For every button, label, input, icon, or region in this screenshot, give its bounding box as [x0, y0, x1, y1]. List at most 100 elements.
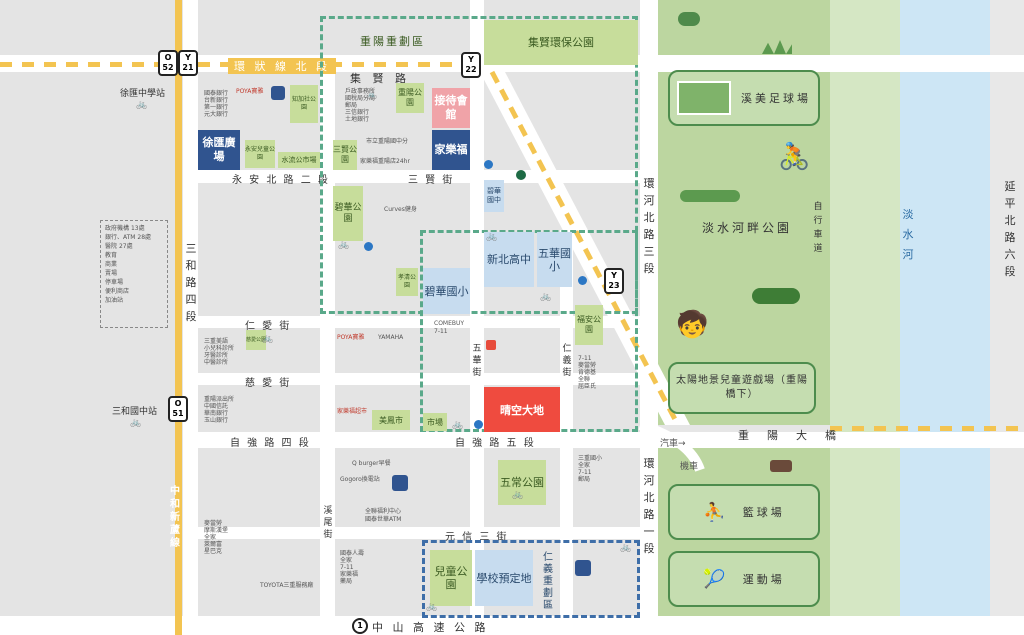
poi-curves: Curves健身	[384, 206, 417, 213]
park-yongan: 永安兒童公園	[245, 140, 275, 168]
school-bihua-es: 碧華國小	[423, 268, 470, 314]
bus-stop-icon	[364, 242, 373, 251]
road-label-huanhe3: 環河北路三段	[643, 177, 655, 275]
poi-seven: 7-11	[434, 328, 448, 335]
road-label-xiwei: 溪尾街	[323, 506, 333, 540]
bike-icon: 🚲	[620, 543, 632, 553]
poi-quanlian: 全聯福利中心	[365, 508, 402, 515]
school-site: 學校預定地	[475, 550, 533, 606]
road-label-jixian: 集 賢 路	[350, 72, 410, 85]
poi-list-renyi: 7-11 麥當勞 肯德基 全聯 屈臣氏	[578, 355, 597, 390]
legend-item: 便利商店	[105, 288, 130, 295]
road-label-yanping: 延平北路六段	[1004, 180, 1016, 278]
xuhui-plaza: 徐匯廣場	[198, 130, 240, 170]
river-water	[900, 0, 990, 635]
station-xuhui: 徐匯中學站	[120, 89, 166, 99]
poi-list-jixian: 戶政事務所 國稅局分局 郵局 三信銀行 土地銀行	[345, 88, 376, 123]
legend-item: 停車場	[105, 279, 124, 286]
road-huanhe	[640, 0, 658, 635]
park-shuiliu: 水流公市場	[278, 152, 320, 168]
basketball-icon: ⛹	[703, 501, 729, 523]
carrefour-home: 家樂福	[432, 130, 470, 170]
cyclists-icon: 🚴	[778, 142, 811, 172]
badge-y22: Y 22	[461, 52, 481, 78]
quanlian-logo-icon	[575, 560, 591, 576]
park-jixian: 集賢環保公園	[484, 20, 638, 65]
road-label-freeway: 中 山 高 速 公 路	[372, 621, 489, 634]
poi-list-yongan: 重陽派出所 中國信託 華南銀行 玉山銀行	[204, 396, 235, 424]
poi-gogoro: Gogoro換電站	[340, 476, 380, 483]
bike-icon: 🚲	[262, 334, 274, 344]
legend-item: 銀行、ATM 28處	[105, 234, 152, 241]
poi-poya-1: POYA寶雅	[236, 88, 264, 95]
bus-stop-icon	[484, 160, 493, 169]
bike-icon: 🚲	[540, 292, 552, 302]
park-sanxian: 三賢公園	[333, 140, 357, 170]
mrt-line-orange	[175, 0, 182, 635]
legend-box: 政府機構 13處 銀行、ATM 28處 醫院 27處 教育 商業 賣場 停車場 …	[100, 220, 168, 328]
legend-item: 加油站	[105, 297, 124, 304]
sports-field: 🎾 運動場	[668, 551, 820, 607]
east-bank	[990, 0, 1024, 635]
road-renai	[198, 316, 658, 328]
bike-icon-sanhe: 🚲	[130, 418, 142, 428]
quanlian-logo-icon	[392, 475, 408, 491]
poi-yamaha: YAMAHA	[378, 334, 404, 341]
bike-icon: 🚲	[366, 90, 378, 100]
starbucks-logo-icon	[516, 170, 526, 180]
school-xinbei-hs: 新北高中	[484, 232, 534, 287]
road-label-ziqiang5: 自 強 路 五 段	[455, 438, 536, 449]
badge-freeway: 1	[352, 618, 368, 634]
poi-carrefour24: 家樂福重陽店24hr	[360, 158, 410, 165]
park-fuan: 福安公園	[575, 305, 603, 345]
zone-label-renyi: 仁義重劃區	[543, 552, 553, 611]
bike-icon: 🚲	[338, 240, 350, 250]
road-sanhe	[183, 0, 198, 635]
basketball-court: ⛹ 籃球場	[668, 484, 820, 540]
legend-item: 賣場	[105, 270, 118, 277]
road-label-zhonghe: 中和新蘆線	[170, 486, 180, 549]
road-label-ziqiang4: 自 強 路 四 段	[230, 438, 311, 449]
road-label-ciai: 慈 愛 街	[245, 378, 292, 389]
park-ciai: 慈愛公園	[246, 330, 266, 350]
park-chongyang: 重陽公園	[396, 83, 424, 113]
bike-icon: 🚲	[512, 490, 524, 500]
road-label-renyi: 仁義街	[562, 344, 572, 378]
car-lane-label: 汽車→	[660, 439, 686, 449]
poi-list-xiwei: 國泰人壽 全家 7-11 家樂福 藥局	[340, 550, 365, 585]
road-label-renai: 仁 愛 街	[245, 321, 292, 332]
park-xiaoqing: 孝清公園	[396, 268, 418, 296]
poi-poya-2: POYA寶雅	[337, 334, 365, 341]
bridge-dash	[830, 426, 1024, 431]
school-wuhua-es: 五華國小	[537, 232, 572, 287]
bike-icon-xuhui: 🚲	[136, 100, 148, 110]
road-freeway	[0, 616, 1024, 635]
road-label-bridge: 重陽大橋	[738, 429, 854, 442]
badge-o51: O 51	[168, 396, 188, 422]
road-label-sanxian: 三 賢 街	[408, 175, 455, 186]
bike-icon: 🚲	[486, 232, 498, 242]
park-zhijia: 知加社公園	[290, 85, 318, 123]
poi-comebuy: COMEBUY	[434, 320, 465, 327]
road-yuanxin	[198, 527, 658, 539]
road-ziqiang	[198, 432, 1024, 448]
poi-burger: Q burger早餐	[352, 460, 391, 467]
zone-chongyang	[320, 16, 638, 314]
legend-item: 醫院 27處	[105, 243, 133, 250]
road-ciai	[198, 373, 658, 385]
tennis-player-icon: 🎾	[703, 568, 729, 590]
park-meifeng: 美鳳市	[372, 410, 410, 430]
soccer-field: 溪美足球場	[668, 70, 820, 126]
road-label-yuanxin: 元 信 三 街	[445, 532, 509, 543]
carrefour-logo-icon	[486, 340, 496, 350]
road-wuhua	[470, 0, 484, 616]
poi-list-renai: 三重美語 小兒科診所 牙醫診所 中醫診所	[204, 338, 235, 366]
river-label: 淡水河	[902, 208, 914, 261]
poi-list-xuhui: 國泰銀行 台新銀行 第一銀行 元大銀行	[204, 90, 229, 118]
poi-list-yuanxin: 三重國小 全家 7-11 郵局	[578, 455, 603, 483]
park-wuchang: 五常公園	[498, 460, 546, 505]
road-label-huanhe1: 環河北路一段	[643, 457, 655, 555]
